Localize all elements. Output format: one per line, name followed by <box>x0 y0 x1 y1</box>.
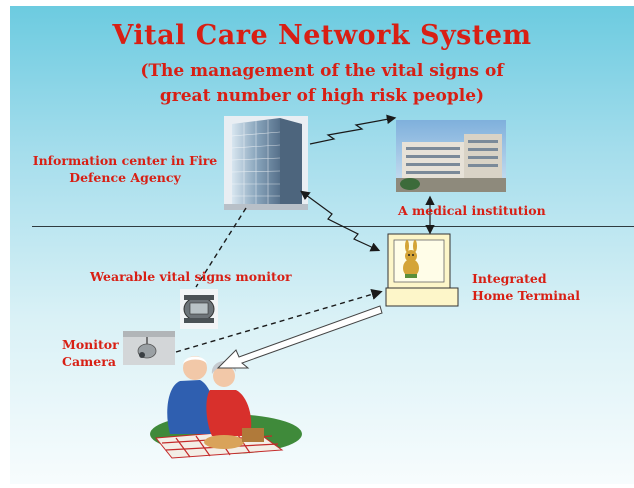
slide: Vital Care Network System (The managemen… <box>10 6 634 484</box>
slide-title: Vital Care Network System <box>112 20 532 51</box>
monitor-camera-label: Monitor Camera <box>62 337 119 369</box>
wearable-monitor-image <box>180 289 218 329</box>
hospital-image <box>396 120 506 192</box>
info-center-label: Information center in Fire Defence Agenc… <box>32 153 218 185</box>
monitor-camera-image <box>123 331 175 365</box>
link-center-to-terminal <box>300 190 381 252</box>
network-diagram <box>123 114 506 459</box>
office-building-image <box>224 116 308 210</box>
link-terminal-to-couple-arrow <box>216 305 383 369</box>
elderly-couple-image <box>150 356 302 459</box>
subtitle-line-1: (The management of the vital signs of <box>140 61 504 81</box>
home-terminal-image <box>385 233 459 307</box>
link-center-to-hospital <box>309 114 397 145</box>
wearable-monitor-label: Wearable vital signs monitor <box>90 269 292 284</box>
medical-institution-label: A medical institution <box>398 203 546 218</box>
subtitle-line-2: great number of high risk people) <box>159 86 485 106</box>
home-terminal-label: Integrated Home Terminal <box>472 271 580 303</box>
link-watch-to-center <box>195 207 247 288</box>
